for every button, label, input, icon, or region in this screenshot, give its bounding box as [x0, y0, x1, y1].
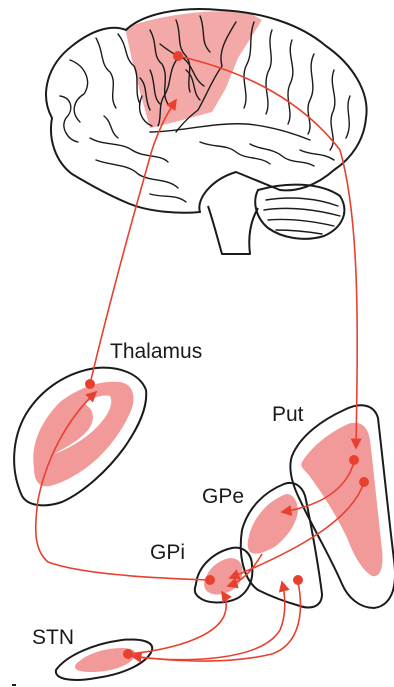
gpi-label: GPi [150, 542, 185, 563]
putamen-node-upper [349, 455, 359, 465]
gpe-fill [248, 494, 298, 554]
gpe-node [293, 575, 303, 585]
gpi-node [205, 575, 215, 585]
lateral-fissure [150, 124, 310, 140]
cortex-node [173, 51, 183, 61]
cerebellum-folia [264, 198, 340, 234]
stn-node [123, 649, 133, 659]
gpe-label: GPe [202, 486, 244, 507]
thalamus-label: Thalamus [110, 341, 202, 362]
motor-cortex-highlight [125, 11, 262, 128]
thalamus-structure [14, 368, 146, 506]
thalamus-nucleus-fill [33, 382, 133, 487]
thalamus-node [85, 379, 95, 389]
stn-label: STN [32, 627, 74, 648]
cortex-to-putamen-pathway [178, 56, 357, 448]
brain-icon [46, 9, 366, 254]
brainstem-outline [208, 206, 258, 254]
gpe-structure [241, 483, 322, 608]
corner-mark [12, 684, 16, 686]
putamen-fill [301, 423, 382, 576]
putamen-node-lower [359, 477, 369, 487]
put-label: Put [272, 404, 304, 425]
